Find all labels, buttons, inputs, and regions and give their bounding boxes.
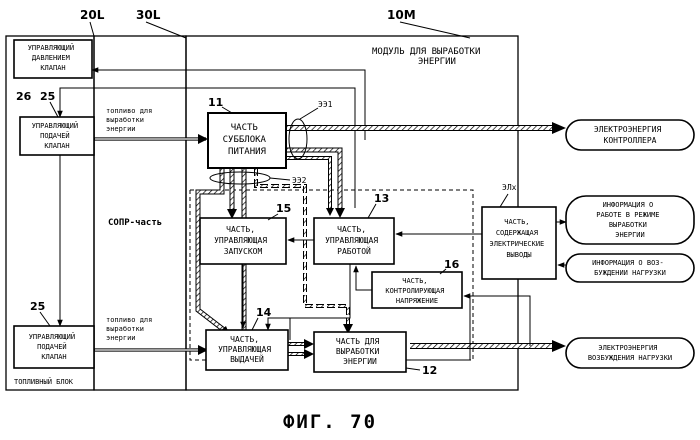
fuel-bottom-text: топливо для выработки энергии — [106, 316, 157, 342]
bus-14-to-12-a-head — [304, 339, 314, 349]
leader-12 — [406, 368, 420, 370]
ee2-leader — [270, 178, 290, 180]
elx-label: ЭЛх — [502, 183, 517, 192]
line-16-to-13 — [356, 266, 372, 290]
label-30L: 30L — [136, 8, 161, 22]
leader-20L — [90, 22, 94, 36]
ref-14: 14 — [256, 306, 272, 319]
ref-13: 13 — [374, 192, 389, 205]
ref-15: 15 — [276, 202, 291, 215]
bus-load-power-head — [552, 340, 566, 352]
figure-caption: ФИГ. 70 — [283, 411, 377, 433]
ee2-ellipse — [210, 172, 270, 184]
label-20L: 20L — [80, 8, 105, 22]
leader-13 — [368, 204, 376, 218]
ref-16: 16 — [444, 258, 460, 271]
elx-leader — [500, 194, 508, 207]
bus-controller-power-head — [552, 122, 566, 134]
ref-26: 26 — [16, 90, 32, 103]
ref-25a: 25 — [40, 90, 55, 103]
ref-12: 12 — [422, 364, 437, 377]
fuel-top-text: топливо для выработки энергии — [106, 107, 157, 133]
ref-11: 11 — [208, 96, 223, 109]
ee1-leader — [300, 108, 318, 119]
line-14-link — [268, 318, 290, 330]
sopr-label: СОПР-часть — [108, 218, 162, 228]
fuel-block-label: ТОПЛИВНЫЙ БЛОК — [14, 377, 74, 386]
ee1-label: ЭЭ1 — [318, 100, 333, 109]
label-10M: 10M — [387, 8, 416, 22]
load-power-out — [566, 338, 694, 368]
bus-11-to-13-b-head — [326, 208, 334, 216]
leader-25b — [40, 312, 50, 326]
bus-14-to-12-b-head — [304, 349, 314, 359]
ee2-label: ЭЭ2 — [292, 176, 307, 185]
module-title-1: МОДУЛЬ ДЛЯ ВЫРАБОТКИ — [372, 47, 480, 57]
bus-11-to-13-a-head — [335, 208, 345, 218]
leader-14 — [252, 318, 258, 330]
line-13-to-14 — [290, 264, 350, 340]
ref-25b: 25 — [30, 300, 45, 313]
line-load-power-to-16 — [464, 296, 530, 346]
leader-25a — [50, 102, 58, 117]
module-title-2: ЭНЕРГИИ — [418, 57, 456, 67]
